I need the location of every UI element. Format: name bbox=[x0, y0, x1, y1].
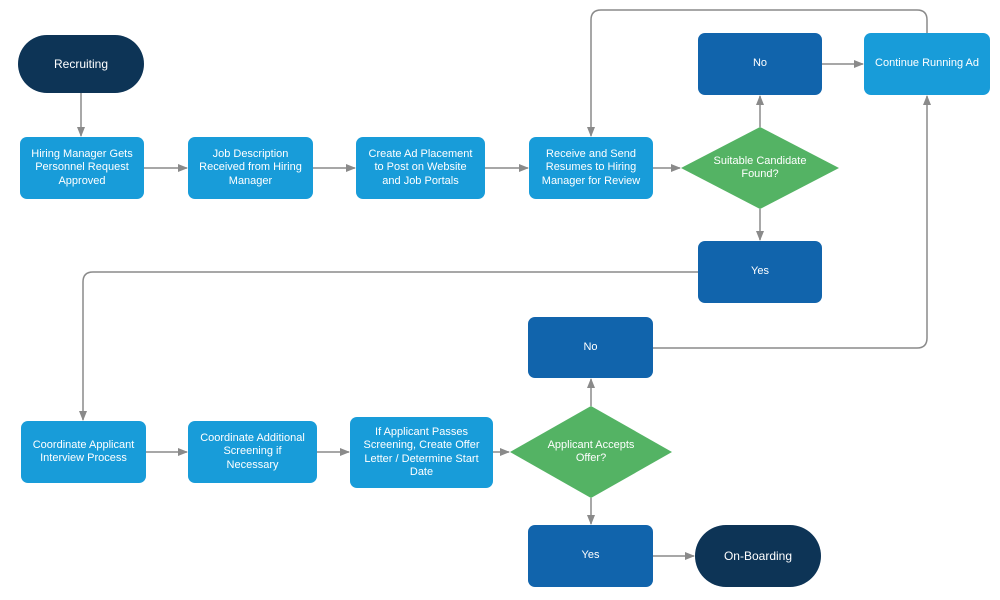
node-personnel-request: Hiring Manager Gets Personnel Request Ap… bbox=[20, 137, 144, 199]
node-label-continue-ad: Continue Running Ad bbox=[875, 57, 979, 70]
node-label-receive-resumes: Receive and Send Resumes to Hiring Manag… bbox=[541, 147, 641, 187]
node-coordinate-interview: Coordinate Applicant Interview Process bbox=[21, 421, 146, 483]
edge-group bbox=[77, 9, 931, 560]
node-label-additional-screening: Coordinate Additional Screening if Neces… bbox=[200, 431, 305, 471]
edge-continue-ad-to-receive-resumes bbox=[587, 9, 928, 137]
node-recruiting: Recruiting bbox=[18, 35, 144, 93]
edge-no-2-to-continue-ad bbox=[653, 95, 931, 349]
node-label-job-description: Job Description Received from Hiring Man… bbox=[199, 147, 302, 187]
node-continue-ad: Continue Running Ad bbox=[864, 33, 990, 95]
node-label-no-1: No bbox=[752, 57, 768, 70]
node-label-recruiting: Recruiting bbox=[53, 56, 109, 71]
node-yes-2: Yes bbox=[528, 525, 653, 587]
node-label-on-boarding: On-Boarding bbox=[723, 548, 793, 563]
node-no-1: No bbox=[698, 33, 822, 95]
node-on-boarding: On-Boarding bbox=[695, 525, 821, 587]
node-label-create-ad: Create Ad Placement to Post on Website a… bbox=[368, 147, 473, 187]
node-no-2: No bbox=[528, 317, 653, 378]
node-label-no-2: No bbox=[583, 340, 598, 353]
node-additional-screening: Coordinate Additional Screening if Neces… bbox=[188, 421, 317, 483]
node-label-yes-1: Yes bbox=[751, 265, 769, 278]
node-receive-resumes: Receive and Send Resumes to Hiring Manag… bbox=[529, 137, 653, 199]
node-yes-1: Yes bbox=[698, 241, 822, 303]
node-label-coordinate-interview: Coordinate Applicant Interview Process bbox=[32, 438, 135, 464]
node-label-suitable-candidate: Suitable Candidate Found? bbox=[713, 154, 807, 180]
node-offer-letter: If Applicant Passes Screening, Create Of… bbox=[350, 417, 493, 488]
node-label-personnel-request: Hiring Manager Gets Personnel Request Ap… bbox=[31, 147, 133, 187]
node-label-offer-letter: If Applicant Passes Screening, Create Of… bbox=[363, 425, 480, 478]
edge-yes-1-to-coordinate-interview bbox=[79, 271, 698, 421]
node-label-yes-2: Yes bbox=[581, 549, 600, 562]
node-job-description: Job Description Received from Hiring Man… bbox=[188, 137, 313, 199]
node-create-ad: Create Ad Placement to Post on Website a… bbox=[356, 137, 485, 199]
node-label-accepts-offer: Applicant Accepts Offer? bbox=[547, 438, 635, 464]
